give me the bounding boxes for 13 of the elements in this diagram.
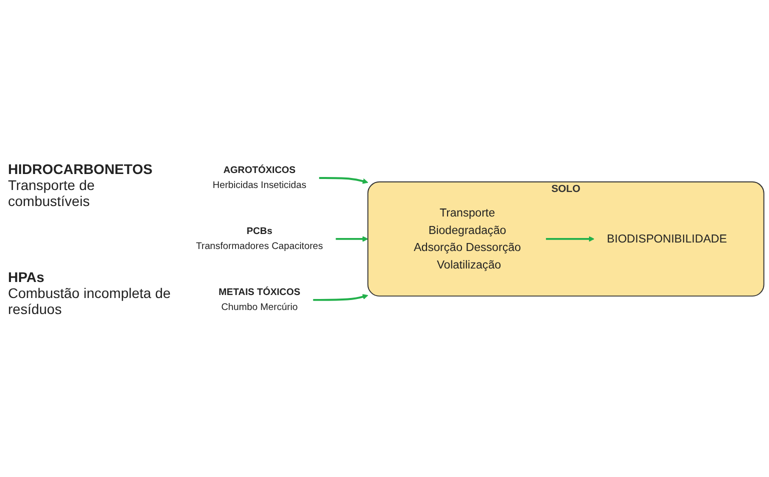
node-text: AGROTÓXICOS Herbicidas Inseticidas (212, 164, 306, 190)
node-text: PCBs Transformadores Capacitores (196, 225, 323, 251)
arrow (336, 236, 368, 242)
node-text: BIODISPONIBILIDADE (606, 232, 727, 245)
arrow (313, 294, 368, 300)
group-heading: HIDROCARBONETOS (8, 160, 154, 176)
node-text: METAIS TÓXICOS Chumbo Mercúrio (218, 286, 300, 312)
arrow (546, 236, 594, 242)
group-heading: HPAs (8, 268, 46, 284)
arrow (319, 176, 368, 184)
description-text: Combustão incompleta de resíduos (8, 284, 172, 316)
description-text: Transporte de combustíveis (8, 176, 96, 208)
node-text: Transporte Biodegradação Adsorção Dessorção Volatilização (414, 206, 521, 271)
